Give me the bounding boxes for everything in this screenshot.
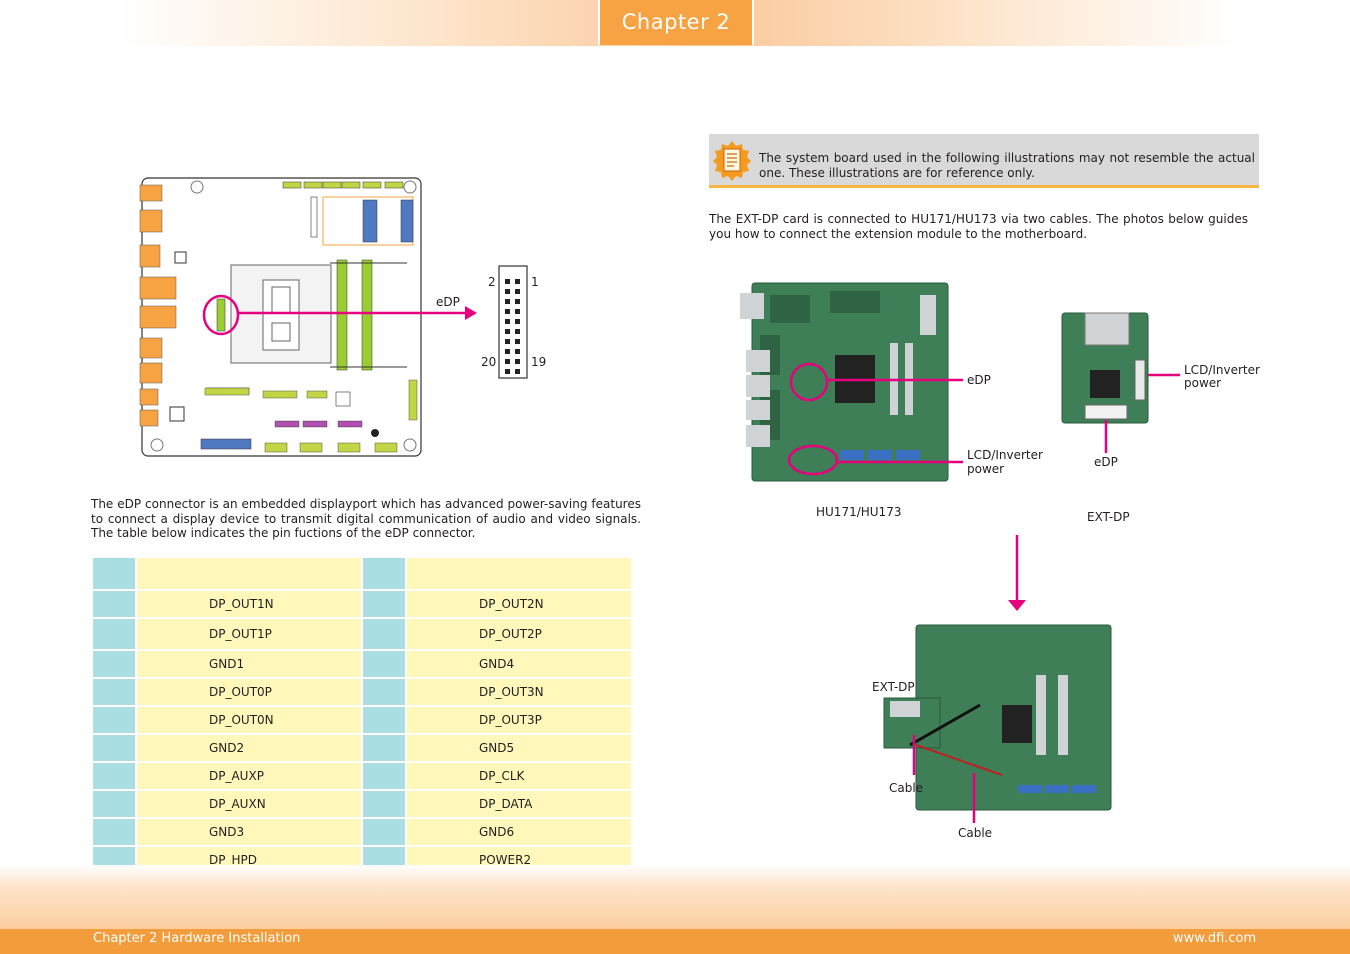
pin-label-20: 20 (481, 355, 497, 369)
pin-assignment: DP_OUT0N (137, 707, 361, 733)
pin-assignment: DP_OUT2N (407, 591, 631, 617)
chapter-tab: Chapter 2 (598, 0, 754, 45)
pin-label-2: 2 (488, 275, 496, 289)
table-row: GND1 GND4 (93, 651, 631, 677)
pin-assignment: GND3 (137, 819, 361, 845)
board-caption: HU171/HU173 (816, 505, 902, 519)
pin-assignment: DP_AUXP (137, 763, 361, 789)
card-power-label-line2: power (1184, 376, 1222, 390)
board-diagram (139, 177, 528, 457)
pin-assignment: DP_CLK (407, 763, 631, 789)
table-row: DP_OUT1N DP_OUT2N (93, 591, 631, 617)
pin-assignment: GND1 (137, 651, 361, 677)
pin-assignment: DP_OUT0P (137, 679, 361, 705)
header-cell (363, 558, 405, 589)
header-cell (137, 558, 361, 589)
pin-assignment: DP_OUT3P (407, 707, 631, 733)
pin-label-1: 1 (531, 275, 539, 289)
pin-assignment: GND5 (407, 735, 631, 761)
pin-assignment: DP_AUXN (137, 791, 361, 817)
pin-assignment: GND2 (137, 735, 361, 761)
pin-assignment: GND6 (407, 819, 631, 845)
card-edp-label: eDP (1094, 455, 1118, 469)
footer-bar (0, 929, 1350, 954)
table-row: DP_AUXP DP_CLK (93, 763, 631, 789)
note-icon (713, 141, 751, 181)
board-edp-label: eDP (967, 373, 991, 387)
table-row: DP_OUT0N DP_OUT3P (93, 707, 631, 733)
board-photo (740, 282, 1180, 823)
pin-assignment: DP_OUT3N (407, 679, 631, 705)
assembly-extdp-label: EXT-DP (872, 680, 915, 694)
board-power-label-line1: LCD/Inverter (967, 448, 1043, 462)
cable-label-2: Cable (958, 826, 993, 840)
table-row: DP_AUXN DP_DATA (93, 791, 631, 817)
pin-label-19: 19 (531, 355, 547, 369)
table-row: GND2 GND5 (93, 735, 631, 761)
table-header-row (93, 558, 631, 589)
pin-table: DP_OUT1N DP_OUT2N DP_OUT1P DP_OUT2P GND1… (91, 556, 633, 875)
card-caption: EXT-DP (1087, 510, 1130, 524)
pin-assignment: GND4 (407, 651, 631, 677)
table-row: DP_OUT1P DP_OUT2P (93, 619, 631, 649)
table-row: DP_OUT0P DP_OUT3N (93, 679, 631, 705)
pin-assignment: DP_DATA (407, 791, 631, 817)
pin-assignment: DP_OUT1N (137, 591, 361, 617)
note-text: The system board used in the following i… (759, 151, 1255, 180)
intro-paragraph: The EXT-DP card is connected to HU171/HU… (709, 212, 1248, 241)
footer-chapter: Chapter 2 Hardware Installation (93, 931, 301, 946)
edp-callout: eDP (436, 295, 460, 309)
table-row: GND3 GND6 (93, 819, 631, 845)
footer-band (0, 865, 1350, 931)
board-power-label-line2: power (967, 462, 1005, 476)
footer-url[interactable]: www.dfi.com (1173, 931, 1257, 946)
header-cell (93, 558, 135, 589)
pin-assignment: DP_OUT2P (407, 619, 631, 649)
pin-assignment: DP_OUT1P (137, 619, 361, 649)
cable-label-1: Cable (889, 781, 924, 795)
header-cell (407, 558, 631, 589)
description-paragraph: The eDP connector is an embedded display… (91, 497, 641, 540)
card-power-label-line1: LCD/Inverter (1184, 363, 1260, 377)
note-box: The system board used in the following i… (709, 134, 1259, 188)
